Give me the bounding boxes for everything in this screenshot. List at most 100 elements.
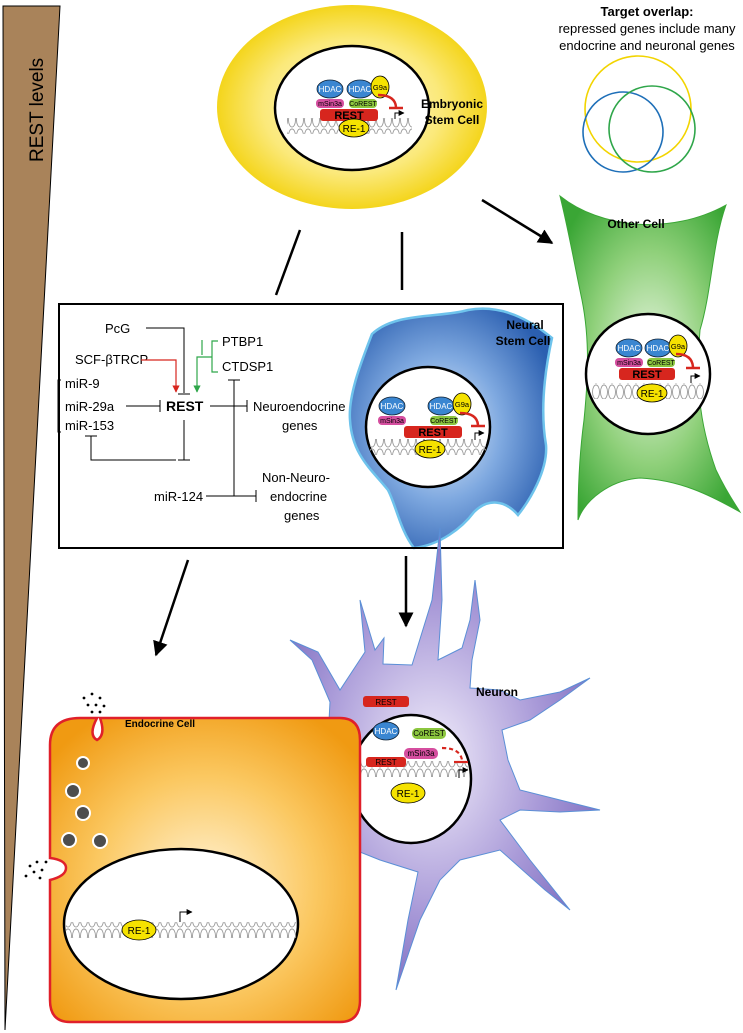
neuron-hdac	[372, 721, 400, 741]
endocrine-label: Endocrine Cell	[125, 719, 195, 730]
vesicle-2	[65, 783, 81, 799]
vesicle-3	[75, 805, 91, 821]
rest-levels-label: REST levels	[27, 58, 48, 162]
endocrine-tss-arrow	[179, 909, 193, 922]
edge-mir153-feedback	[90, 436, 176, 461]
secretion-dot	[102, 704, 106, 708]
embryonic-re1-label: RE-1	[343, 124, 366, 135]
edge-ptbp1-to-rest	[193, 356, 212, 393]
secretion-dot	[35, 860, 39, 864]
neural-hdac2-label: HDAC	[430, 402, 453, 411]
embryonic-label-line1: Embryonic	[421, 97, 483, 111]
overlap-circle-blue	[582, 91, 664, 173]
neuron-tss-arrow	[458, 767, 469, 778]
embryonic-corest	[349, 99, 377, 108]
neural-stem-cell-contents: Neural Stem Cell HDAC HDAC G9a mSin3a Co…	[364, 318, 551, 489]
regulation-box-frame	[58, 303, 564, 549]
embryonic-g9a-label: G9a	[373, 83, 388, 92]
neural-label-line2: Stem Cell	[496, 334, 551, 348]
neural-label-line1: Neural	[506, 318, 543, 332]
other-hdac1	[615, 338, 643, 358]
target-overlap-title: Target overlap:	[601, 4, 694, 19]
neuron-rest-cytoplasm	[363, 696, 409, 707]
other-msin3a-label: mSin3a	[617, 360, 641, 367]
secretion-dot	[90, 710, 94, 714]
neuron-hdac-label: HDAC	[375, 727, 398, 736]
neural-rest-label: REST	[418, 427, 448, 439]
secretion-dot	[38, 876, 42, 880]
neural-g9a-label: G9a	[455, 400, 470, 409]
other-corest	[647, 358, 675, 367]
target-overlap-line1: repressed genes include many	[558, 21, 736, 36]
secretion-dot	[32, 870, 36, 874]
neuron-rest-cytoplasm-label: REST	[375, 698, 396, 707]
neural-tss-arrow	[474, 430, 485, 440]
embryonic-g9a	[370, 75, 390, 99]
neuron-rest-nucleus	[366, 757, 406, 767]
neuron-msin3a	[404, 748, 438, 759]
neuron-repression-arc-dashed	[441, 746, 464, 761]
reg-neuroendocrine-line1: Neuroendocrine	[253, 399, 346, 414]
neuron-corest-label: CoREST	[413, 729, 445, 738]
neural-re1-label: RE-1	[419, 445, 442, 456]
regulation-box: PcG SCF-βTRCP PTBP1 CTDSP1 miR-9 miR-29a…	[57, 303, 564, 549]
neural-rest	[404, 426, 462, 438]
overlap-circle-yellow	[584, 55, 692, 163]
embryonic-msin3a-label: mSin3a	[318, 101, 342, 108]
other-g9a-label: G9a	[671, 342, 686, 351]
neuron-msin3a-label: mSin3a	[407, 749, 435, 758]
other-g9a	[668, 334, 688, 358]
rest-levels-wedge	[2, 5, 61, 1031]
secretion-dot	[24, 874, 28, 878]
target-overlap-line2: endocrine and neuronal genes	[559, 38, 735, 53]
secretion-dot	[28, 864, 32, 868]
embryonic-hdac1-label: HDAC	[319, 85, 342, 94]
edge-pcg-inhibits-rest	[146, 327, 185, 393]
neural-msin3a	[378, 416, 406, 425]
arrow-es-to-other-cell	[481, 198, 554, 245]
neuron-nucleus	[349, 713, 473, 845]
edge-ptbp1-bracket	[211, 340, 218, 373]
secretion-dot	[82, 696, 86, 700]
endocrine-re1-label: RE-1	[128, 926, 151, 937]
neural-hdac1-label: HDAC	[381, 402, 404, 411]
other-cell-label: Other Cell	[607, 217, 664, 231]
neuron-rest-nucleus-label: REST	[375, 758, 396, 767]
reg-mir9: miR-9	[65, 376, 100, 391]
other-msin3a	[615, 358, 643, 367]
embryonic-msin3a	[316, 99, 344, 108]
neuron-corest	[412, 728, 446, 739]
neural-repression-arc	[459, 411, 480, 426]
secretion-dots-side	[24, 860, 48, 880]
reg-nonneuro-line2: endocrine	[270, 489, 327, 504]
reg-mir153: miR-153	[65, 418, 114, 433]
edge-scf-activates-rest	[141, 359, 180, 393]
embryonic-corest-label: CoREST	[349, 101, 377, 108]
endocrine-re1	[121, 919, 157, 941]
secretion-dot	[98, 696, 102, 700]
secretion-dots-top	[82, 692, 106, 714]
other-cell: Other Cell HDAC HDAC G9a mSin3a CoREST R…	[559, 194, 742, 521]
reg-nonneuro-line1: Non-Neuro-	[262, 470, 330, 485]
reg-ctdsp1: CTDSP1	[222, 359, 273, 374]
embryonic-stem-cell: HDAC HDAC G9a mSin3a CoREST REST RE-1 Em…	[217, 5, 487, 209]
other-hdac2-label: HDAC	[647, 344, 670, 353]
embryonic-rest	[320, 109, 378, 121]
embryonic-hdac1	[316, 79, 344, 99]
neural-re1	[414, 439, 446, 459]
neural-corest	[430, 416, 458, 425]
neuron-label: Neuron	[476, 685, 518, 699]
endocrine-dna	[66, 922, 296, 938]
embryonic-nucleus	[273, 44, 431, 172]
neural-hdac1	[378, 396, 406, 416]
secretion-dot	[98, 710, 102, 714]
target-overlap: Target overlap: repressed genes include …	[558, 4, 736, 173]
reg-pcg: PcG	[105, 321, 130, 336]
neural-g9a	[452, 392, 472, 416]
reg-ptbp1: PTBP1	[222, 334, 263, 349]
embryonic-tss-arrow	[394, 110, 405, 119]
secretion-dot	[86, 703, 90, 707]
neuron-re1	[390, 782, 426, 804]
reg-rest: REST	[166, 398, 204, 414]
embryonic-repression-arc	[377, 93, 398, 108]
